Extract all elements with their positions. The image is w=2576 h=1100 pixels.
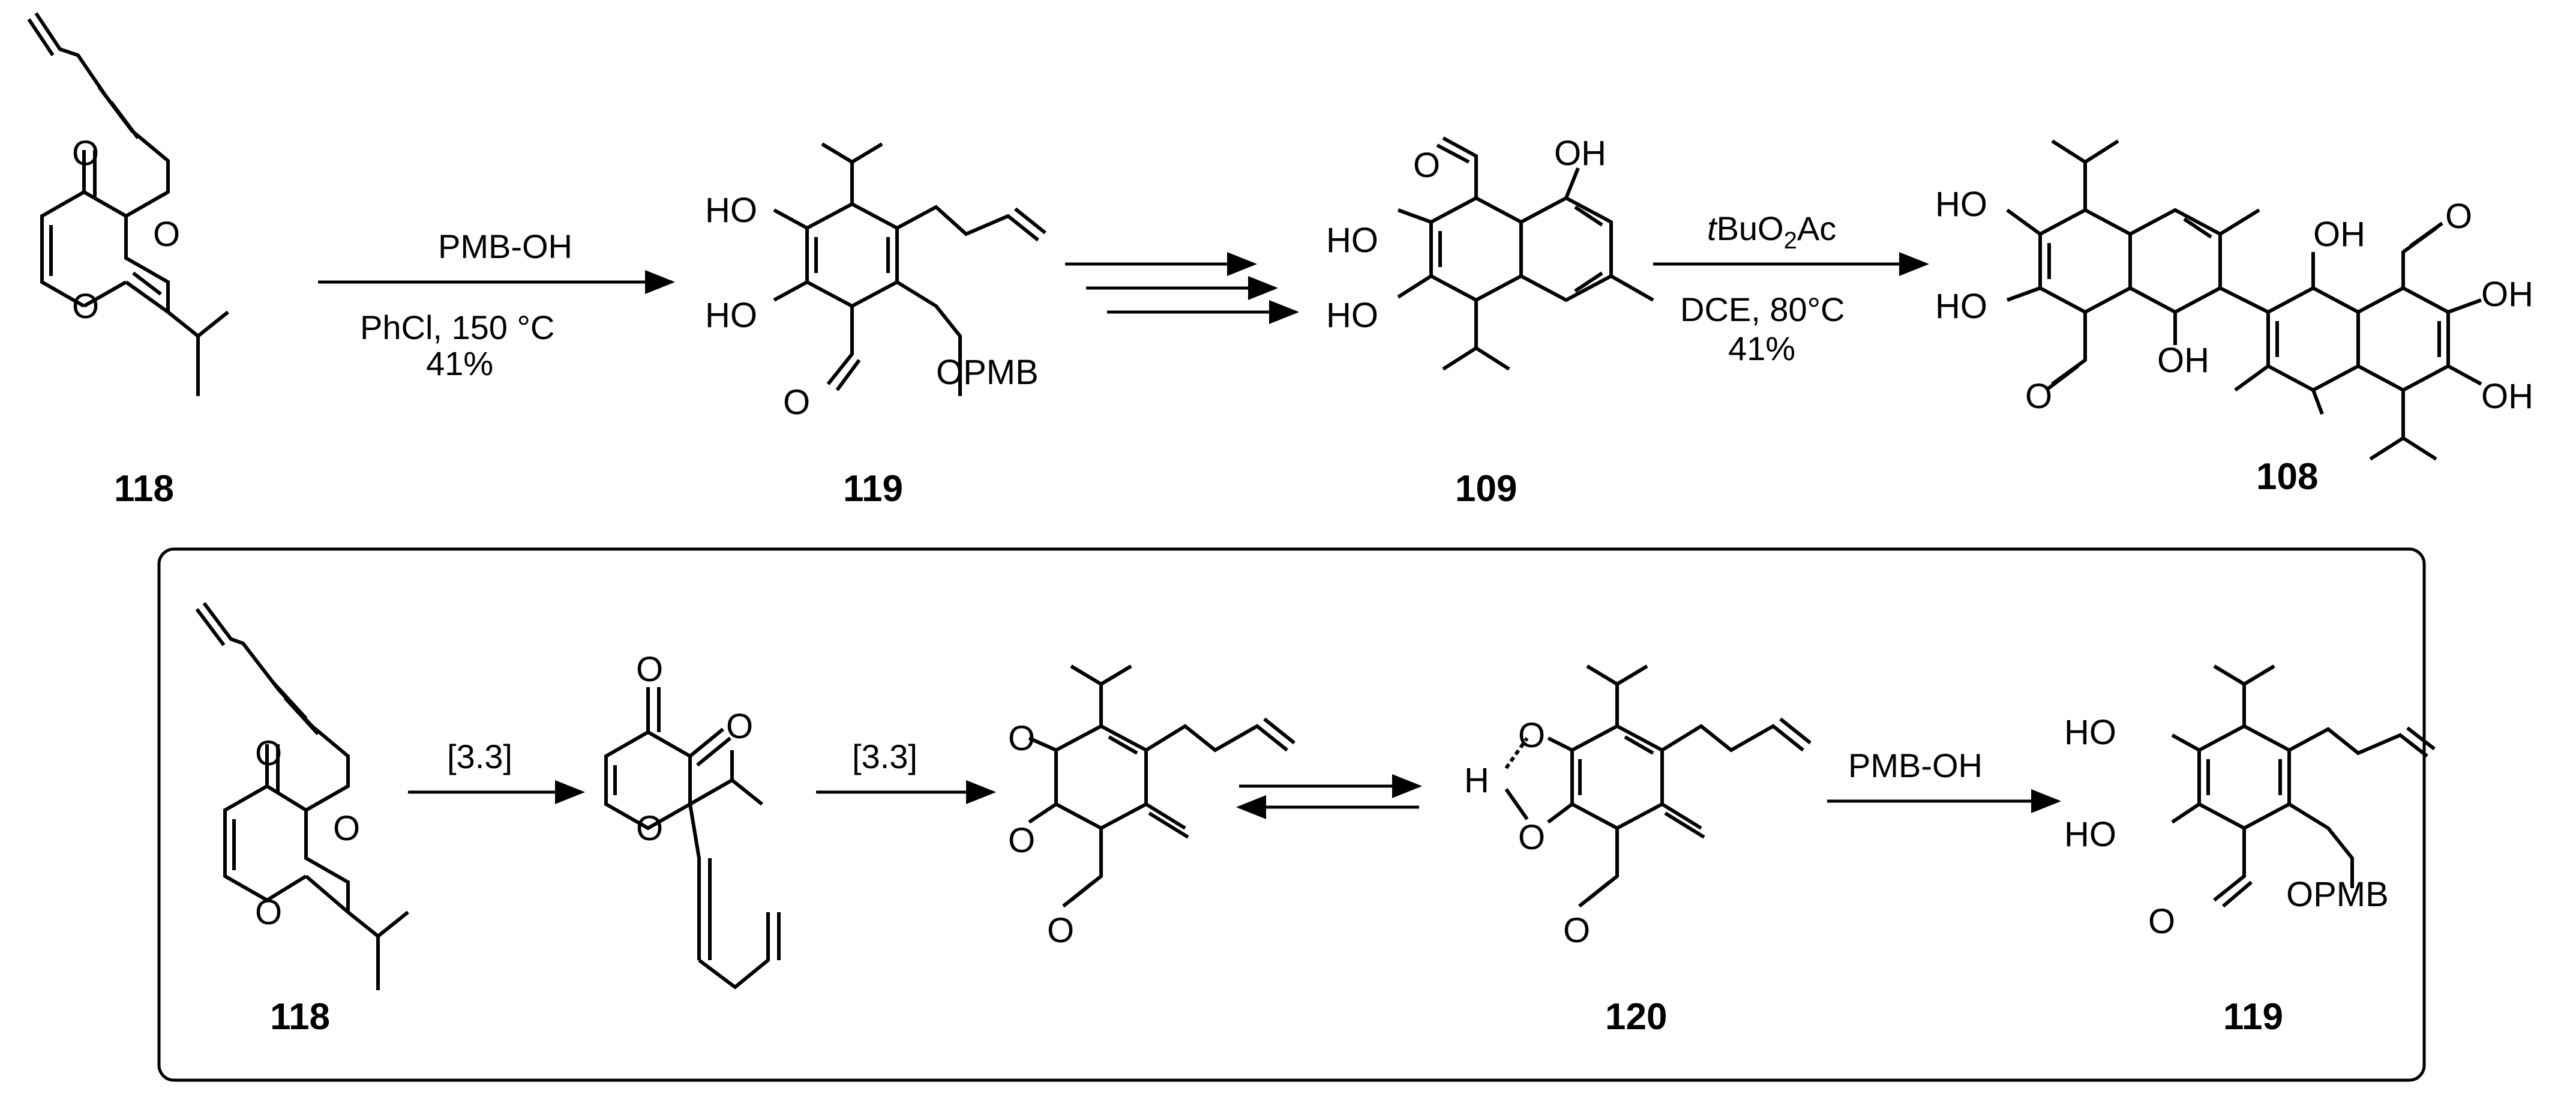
compound-label-108: 108 [2256, 456, 2318, 497]
reagent-text: PMB-OH [1848, 747, 1983, 784]
compound-label-119: 119 [2223, 996, 2283, 1038]
hydrogen-atom: H [1464, 761, 1489, 800]
hydroxyl-label: HO [705, 191, 757, 230]
o-atom: O [783, 383, 810, 422]
hydroxyl-label: HO [2064, 713, 2116, 752]
compound-label-118: 118 [114, 468, 174, 509]
compound-label-118: 118 [270, 996, 330, 1038]
hydroxyl-label: OH [2313, 215, 2365, 254]
hydroxyl-label: HO [1326, 221, 1378, 260]
mechanism-box [157, 547, 2426, 1082]
reagent-text: PMB-OH [438, 227, 572, 265]
o-atom: O [726, 707, 753, 746]
compound-118-top [27, 12, 229, 396]
hydroxyl-label: HO [1935, 287, 1987, 326]
opmb-label: OPMB [936, 353, 1039, 392]
intermediate-cyclohexadienone [1028, 664, 1296, 908]
hydroxyl-label: OH [2481, 377, 2533, 416]
o-atom: O [636, 809, 663, 848]
compound-120 [1504, 664, 1812, 908]
o-atom: O [1518, 818, 1545, 857]
o-atom: O [636, 650, 663, 689]
compound-119-top [773, 142, 1046, 396]
intermediate-dione [604, 687, 781, 990]
hydroxyl-label: OH [2157, 341, 2209, 380]
compound-label-120: 120 [1605, 996, 1667, 1038]
compound-118-mechanism [195, 602, 409, 990]
o-atom: O [1008, 821, 1035, 860]
compound-label-119: 119 [843, 468, 903, 509]
hydroxyl-label: HO [2064, 815, 2116, 854]
yield-text: 41% [1728, 329, 1795, 367]
compound-109 [1397, 136, 1654, 371]
reaction-label: [3.3] [852, 738, 917, 775]
hydroxyl-label: OH [2481, 275, 2533, 314]
conditions-text: PhCl, 150 °C [360, 308, 554, 346]
o-atom: O [255, 734, 282, 773]
conditions-text: DCE, 80°C [1680, 290, 1845, 328]
o-atom: O [1008, 719, 1035, 758]
hydroxyl-label: OH [1554, 134, 1606, 173]
o-atom: O [1563, 911, 1590, 950]
hydroxyl-label: HO [1935, 185, 1987, 224]
o-atom: O [1047, 911, 1074, 950]
o-atom: O [2025, 377, 2052, 416]
compound-label-109: 109 [1455, 468, 1517, 509]
hydroxyl-label: HO [1326, 296, 1378, 335]
o-atom: O [255, 893, 282, 932]
o-atom: O [153, 215, 180, 254]
opmb-label: OPMB [2286, 875, 2389, 914]
o-atom: O [2148, 902, 2175, 941]
o-atom: O [333, 809, 360, 848]
compound-119-mechanism [2171, 664, 2436, 908]
o-atom: O [72, 287, 99, 326]
reagent-text: tBuO2Ac [1707, 209, 1836, 254]
compound-108 [2006, 139, 2482, 461]
o-atom: O [1518, 716, 1545, 755]
reaction-label: [3.3] [447, 738, 512, 775]
o-atom: O [1413, 146, 1440, 185]
o-atom: O [2445, 197, 2472, 236]
hydroxyl-label: HO [705, 296, 757, 335]
o-atom: O [72, 134, 99, 173]
yield-text: 41% [426, 344, 493, 382]
